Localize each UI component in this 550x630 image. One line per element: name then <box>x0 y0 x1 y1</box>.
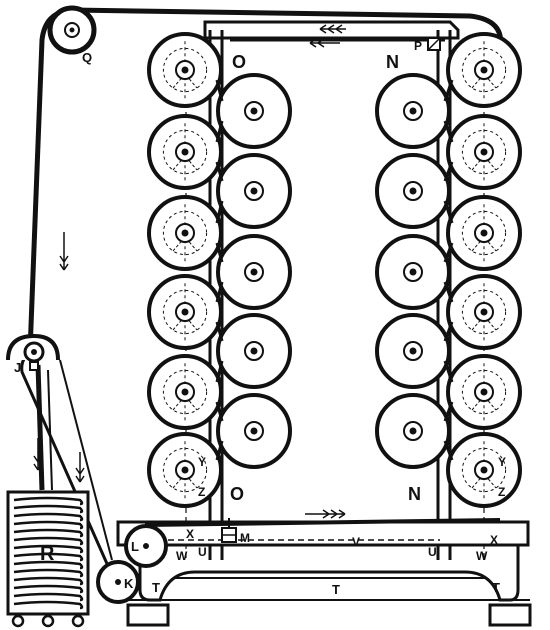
label-y-right: Y <box>498 455 506 469</box>
drying-cylinder <box>147 114 223 190</box>
drying-cylinder <box>216 234 292 310</box>
label-x-right: X <box>490 533 498 547</box>
drying-cylinder <box>446 274 522 350</box>
label-t-right: T <box>492 580 500 595</box>
drying-cylinder <box>216 393 292 469</box>
base-frame-t <box>116 520 532 627</box>
arrow-icon <box>33 438 43 471</box>
drying-cylinder <box>375 313 451 389</box>
right-outer-cylinders <box>446 32 522 508</box>
label-y-left: Y <box>198 455 206 469</box>
drying-cylinder <box>375 73 451 149</box>
drying-cylinder <box>216 153 292 229</box>
label-w-left: W <box>176 549 188 563</box>
right-inner-cylinders <box>375 73 451 469</box>
label-n-bottom: N <box>408 484 421 504</box>
drying-cylinder <box>446 354 522 430</box>
paper-box-r <box>6 490 90 628</box>
left-inner-cylinders <box>216 73 292 469</box>
drying-cylinder <box>446 32 522 108</box>
label-r: R <box>40 543 55 565</box>
label-q: Q <box>82 50 92 65</box>
serpentine-web <box>215 79 454 461</box>
guide-roll-j <box>6 333 60 371</box>
arrow-icon <box>75 452 85 483</box>
direction-arrows <box>33 24 346 519</box>
arrow-icon <box>319 24 346 34</box>
part-p <box>427 37 441 51</box>
drying-cylinder <box>446 114 522 190</box>
label-o-bottom: O <box>230 484 244 504</box>
label-v: V <box>352 535 360 549</box>
label-m: M <box>240 531 250 545</box>
drying-cylinder <box>147 432 223 508</box>
drying-cylinder <box>375 234 451 310</box>
drying-cylinder <box>147 195 223 271</box>
label-z-right: Z <box>498 485 505 499</box>
drying-cylinder <box>147 32 223 108</box>
label-x-left: X <box>186 527 194 541</box>
labels: Q O N P J R Y Z O N Y Z X W U M V U W X … <box>14 39 506 597</box>
drying-cylinder <box>216 313 292 389</box>
label-z-left: Z <box>198 485 205 499</box>
label-u-left: U <box>198 545 207 559</box>
drying-cylinder <box>216 73 292 149</box>
folded-paper-stack <box>13 496 84 610</box>
label-u-right: U <box>428 545 437 559</box>
label-k: K <box>124 576 134 591</box>
label-t-left: T <box>152 580 160 595</box>
label-j: J <box>14 360 21 375</box>
part-m <box>221 518 237 543</box>
label-o-top: O <box>232 52 246 72</box>
drying-cylinder <box>147 274 223 350</box>
label-t-center: T <box>332 582 340 597</box>
arrow-icon <box>305 509 346 519</box>
label-l: L <box>131 539 139 554</box>
drying-cylinder <box>446 432 522 508</box>
label-p: P <box>414 39 422 53</box>
label-w-right: W <box>476 549 488 563</box>
drying-cylinder <box>147 354 223 430</box>
roll-l <box>124 524 168 568</box>
arrow-icon <box>59 232 69 271</box>
left-outer-cylinders <box>147 32 223 508</box>
label-n-top: N <box>386 52 399 72</box>
roll-k <box>96 560 140 604</box>
pulley-q <box>47 5 97 55</box>
drying-cylinder <box>446 195 522 271</box>
drying-cylinder <box>375 393 451 469</box>
arrow-icon <box>309 38 340 48</box>
drying-cylinder <box>375 153 451 229</box>
